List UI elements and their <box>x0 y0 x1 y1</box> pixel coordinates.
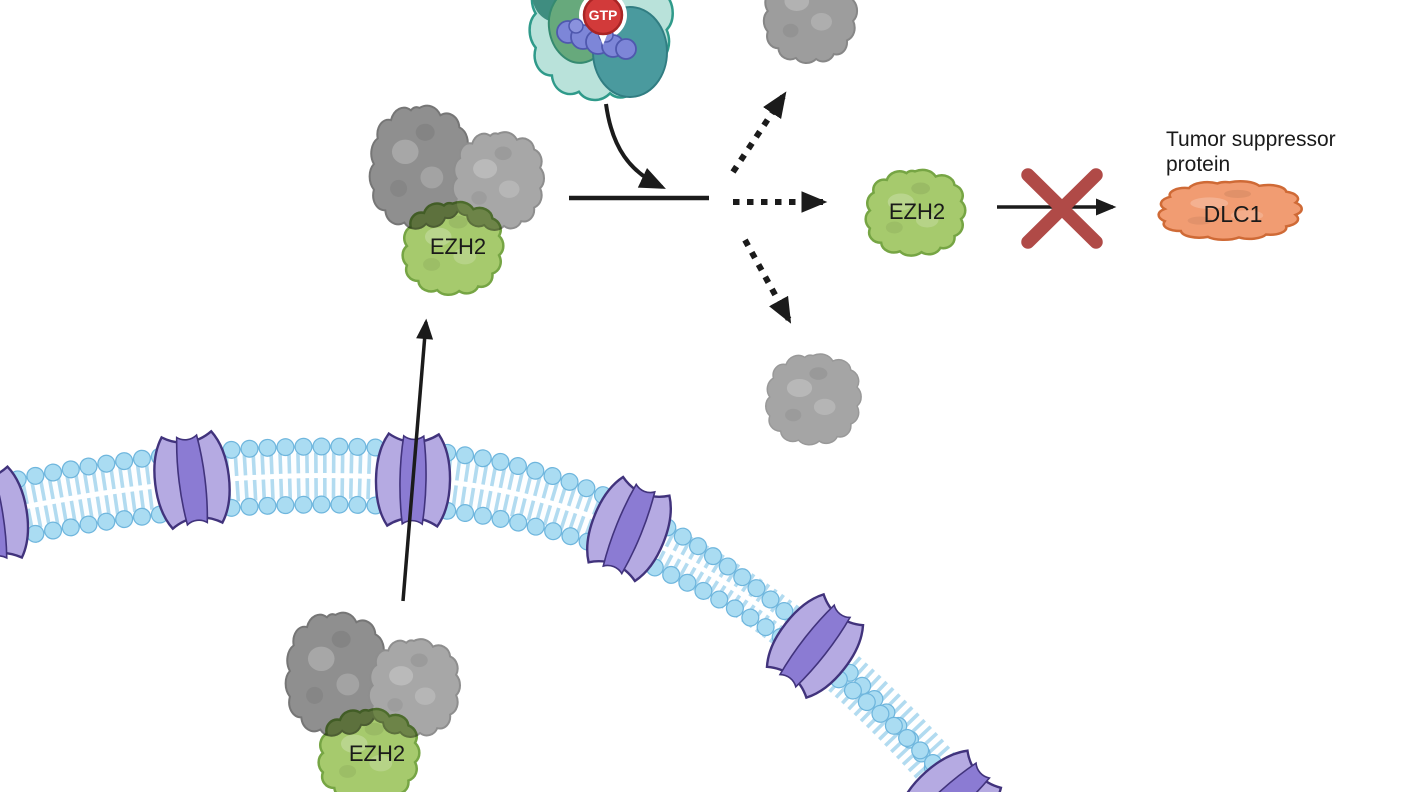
gtp-badge <box>582 0 624 36</box>
cell-membrane <box>0 428 1011 792</box>
reaction-arrows <box>569 91 828 324</box>
effector-oligomer <box>556 18 637 60</box>
ezh2-prc2-complex-top <box>370 106 544 295</box>
dissociation-arrow-up <box>730 91 787 174</box>
dissociated-subunit-bottom <box>765 353 862 446</box>
translocation-arrow <box>401 318 434 602</box>
gtpase-protein-gtp-bound: GTP <box>530 0 673 100</box>
free-ezh2-label: EZH2 <box>889 199 945 224</box>
dissociated-subunit-top <box>762 0 859 64</box>
tumor-suppressor-label-line2: protein <box>1166 153 1230 176</box>
inhibition-cross <box>1021 168 1103 249</box>
dissociation-arrow-down <box>742 238 792 324</box>
tumor-suppressor-label-line1: Tumor suppressor <box>1166 128 1336 151</box>
ezh2-label-bottom: EZH2 <box>349 741 405 766</box>
catalysis-curved-arrow <box>604 103 666 189</box>
gtp-badge-label: GTP <box>589 7 618 23</box>
ezh2-label-top: EZH2 <box>430 234 486 259</box>
dlc1-label: DLC1 <box>1204 201 1263 227</box>
